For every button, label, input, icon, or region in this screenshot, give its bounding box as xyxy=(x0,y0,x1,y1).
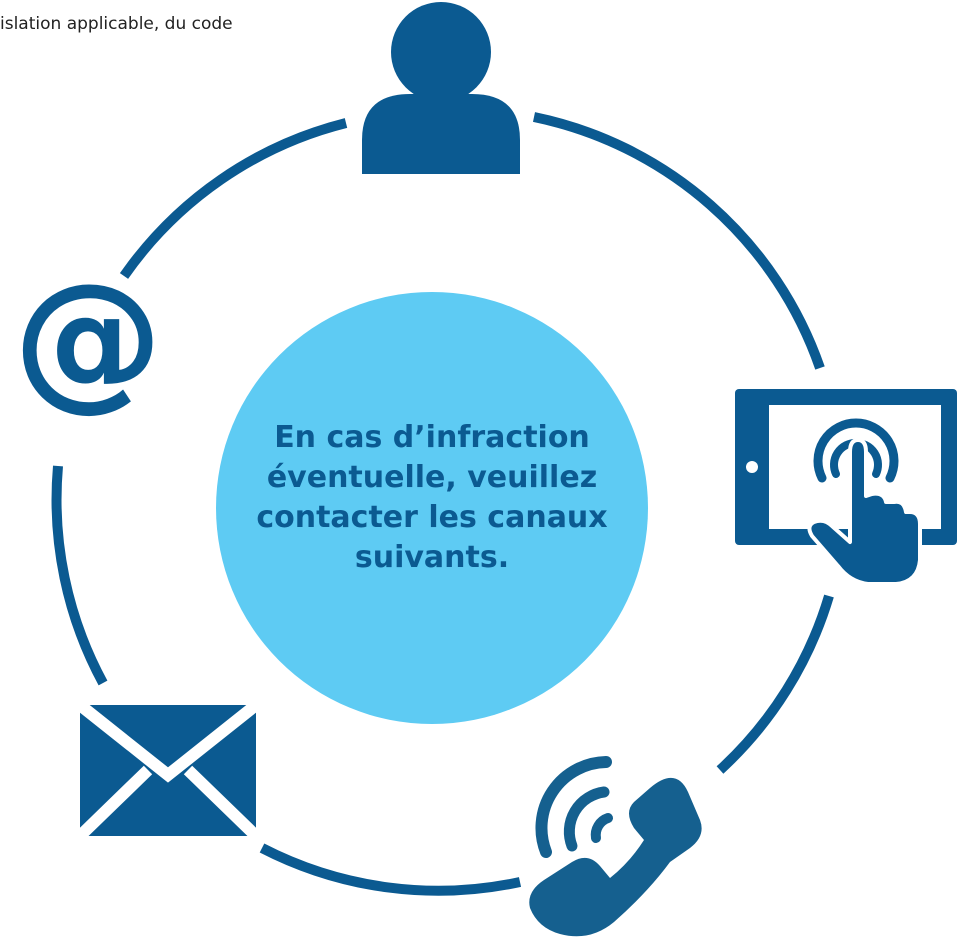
tablet-touch-icon xyxy=(735,389,957,586)
ring-segment-top-right xyxy=(532,112,825,370)
ring-segment-top-left xyxy=(119,118,348,279)
svg-text:@: @ xyxy=(13,252,163,426)
top-partial-text: islation applicable, du code xyxy=(0,14,233,34)
envelope-icon xyxy=(75,700,261,841)
person-icon xyxy=(362,2,520,174)
center-circle xyxy=(216,292,648,724)
center-message: En cas d’infraction éventuelle, veuillez… xyxy=(256,420,608,575)
phone-icon xyxy=(529,756,702,937)
ring-segment-right xyxy=(716,594,834,774)
ring xyxy=(51,112,834,896)
ring-segment-left xyxy=(51,465,108,686)
ring-segment-bottom xyxy=(259,843,522,896)
at-sign-icon: @ xyxy=(13,252,163,426)
